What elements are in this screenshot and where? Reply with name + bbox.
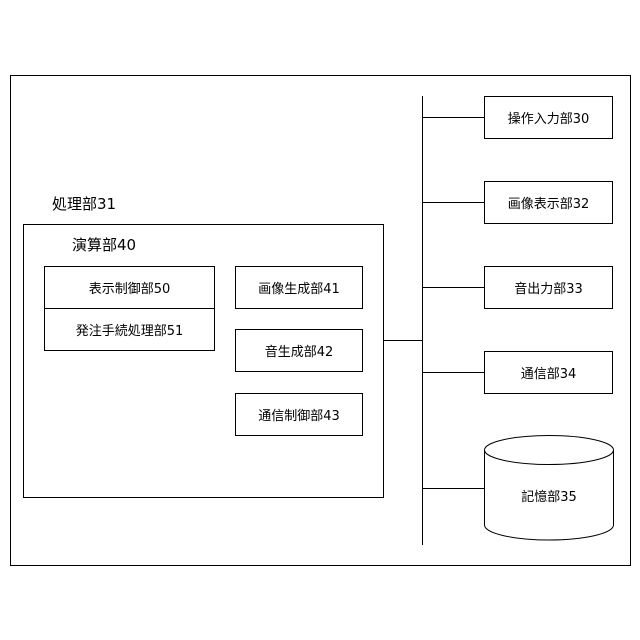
sound-output-unit: 音出力部33 [484,266,613,309]
bus-branch [422,488,484,489]
image-generation-unit: 画像生成部41 [235,266,363,309]
image-display-unit: 画像表示部32 [484,181,613,224]
storage-unit-label: 記憶部35 [484,480,614,510]
bus-line [422,96,423,545]
bus-branch [422,117,484,118]
left-stack-box: 表示制御部50 発注手続処理部51 [44,266,215,351]
operation-input-unit: 操作入力部30 [484,96,613,139]
order-procedure-unit: 発注手続処理部51 [45,309,214,350]
display-control-unit: 表示制御部50 [45,267,214,309]
bus-branch [422,372,484,373]
bus-connector [384,340,422,341]
bus-branch [422,202,484,203]
processing-unit-label: 処理部31 [52,193,116,214]
communication-unit: 通信部34 [484,351,613,394]
arithmetic-unit-label: 演算部40 [72,234,136,255]
communication-control-unit: 通信制御部43 [235,393,363,436]
bus-branch [422,287,484,288]
sound-generation-unit: 音生成部42 [235,329,363,372]
